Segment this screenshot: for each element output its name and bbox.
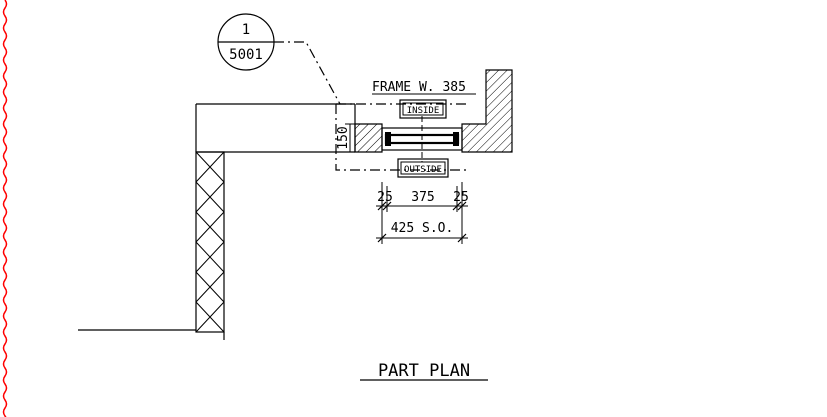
frame-width-label: FRAME W. 385 <box>372 80 466 95</box>
view-title-text: PART PLAN <box>378 361 470 381</box>
top-wall <box>195 103 356 153</box>
revision-cloud-border <box>2 0 8 417</box>
view-title: PART PLAN <box>360 361 488 381</box>
inside-tag: INSIDE <box>399 99 447 119</box>
dim-overall: 425 S.O. <box>391 221 454 236</box>
wall-thickness-dimension: 150 <box>336 123 355 153</box>
callout-sheet: 5001 <box>229 47 263 63</box>
dim-left: 25 <box>377 190 393 205</box>
callout-number: 1 <box>242 22 250 38</box>
hatched-wall-section <box>354 69 513 153</box>
outside-label: OUTSIDE <box>404 165 442 175</box>
outside-tag: OUTSIDE <box>397 158 449 178</box>
dim-right: 25 <box>453 190 469 205</box>
segment-dimensions: 25 375 25 <box>376 182 469 244</box>
wall-thickness-label: 150 <box>336 126 351 149</box>
inside-label: INSIDE <box>407 106 440 116</box>
overall-dimension: 425 S.O. <box>376 221 468 243</box>
window-frame <box>381 116 463 162</box>
detail-callout: 1 5001 <box>217 13 341 105</box>
dim-middle: 375 <box>411 190 434 205</box>
insulated-wall <box>78 151 225 340</box>
